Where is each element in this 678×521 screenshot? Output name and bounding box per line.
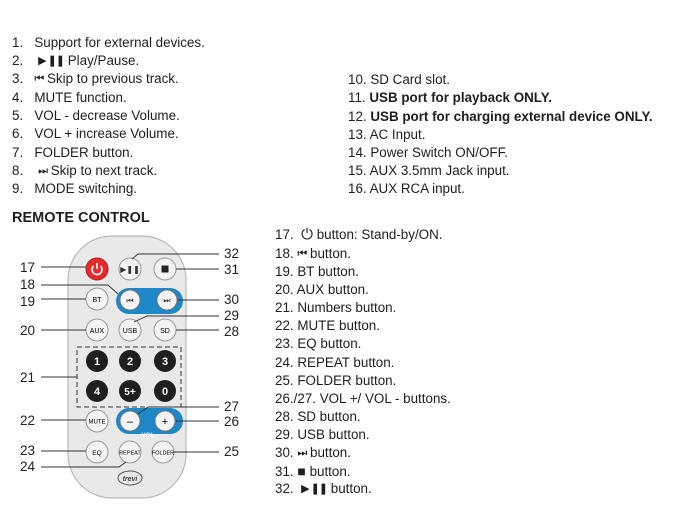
digit-label: 5+ (124, 387, 136, 398)
repeat-label: REPEAT (119, 451, 141, 457)
repeat-button[interactable] (118, 440, 142, 464)
callout-22: 22 (20, 413, 35, 428)
callout-26: 26 (224, 414, 239, 429)
list-item: 5. VOL - decrease Volume. (12, 108, 180, 123)
play-pause-icon: ▶ ❚❚ (301, 483, 328, 495)
list-item: 9. MODE switching. (12, 181, 138, 196)
callout-20: 20 (20, 323, 35, 338)
vol-plus-button[interactable] (154, 410, 176, 432)
power-icon (91, 263, 103, 276)
skip-next-icon: ⏭ (38, 165, 48, 177)
list-item: 1. Support for external devices. (12, 35, 205, 50)
digit-label: 4 (94, 386, 101, 398)
callout-21: 21 (20, 370, 35, 385)
brand-logo (117, 470, 143, 486)
list-item: 20. AUX button. (275, 282, 369, 297)
list-item: 22. MUTE button. (275, 318, 380, 333)
mute-button[interactable] (85, 409, 109, 433)
digit-label: 2 (127, 356, 133, 368)
digit-button[interactable] (154, 380, 176, 402)
vol-minus-button[interactable] (119, 410, 141, 432)
vol-minus-label: – (127, 416, 134, 428)
list-item: 23. EQ button. (275, 336, 362, 351)
brand-logo-text: trevi (123, 476, 139, 483)
skip-next-icon: ⏭ (163, 296, 170, 305)
list-item: 31. ■ button. (275, 463, 351, 479)
list-item: 7. FOLDER button. (12, 145, 134, 160)
list-item: 18. ⏮ button. (275, 246, 351, 261)
callout-18: 18 (20, 277, 35, 292)
mute-label: MUTE (89, 420, 106, 426)
usb-label: USB (123, 328, 138, 335)
callout-30: 30 (224, 292, 239, 307)
vol-plus-label: + (162, 416, 168, 428)
stop-icon (161, 265, 169, 273)
list-item: 11. USB port for playback ONLY. (348, 90, 552, 105)
list-item: 26./27. VOL +/ VOL - buttons. (275, 391, 451, 406)
list-item: 2. ▶ ❚❚ Play/Pause. (12, 53, 140, 68)
list-item: 13. AC Input. (348, 127, 426, 142)
list-item: 25. FOLDER button. (275, 373, 397, 388)
list-item: 28. SD button. (275, 409, 361, 424)
list-item: 19. BT button. (275, 264, 359, 279)
play-pause-button[interactable] (118, 257, 142, 281)
digit-button[interactable] (119, 380, 141, 402)
callout-17: 17 (20, 260, 35, 275)
vol-label: VOL (141, 432, 154, 439)
sd-label: SD (160, 328, 170, 335)
power-icon: ⏻ (301, 226, 313, 243)
aux-label: AUX (90, 328, 105, 335)
digit-button[interactable] (86, 380, 108, 402)
callout-19: 19 (20, 294, 35, 309)
callout-31: 31 (224, 262, 239, 277)
section-title: REMOTE CONTROL (12, 210, 150, 226)
digit-button[interactable] (119, 350, 141, 372)
list-item: 24. REPEAT button. (275, 355, 395, 370)
list-item: 12. USB port for charging external devic… (348, 109, 653, 124)
list-item: 6. VOL + increase Volume. (12, 126, 179, 141)
list-item: 3. ⏮ Skip to previous track. (12, 71, 179, 86)
list-item: 10. SD Card slot. (348, 72, 450, 87)
next-track-button[interactable] (156, 289, 178, 311)
callout-lines (41, 253, 219, 468)
digit-button[interactable] (154, 350, 176, 372)
eq-button[interactable] (85, 440, 109, 464)
callout-29: 29 (224, 308, 239, 323)
previous-track-button[interactable] (119, 289, 141, 311)
callout-27: 27 (224, 399, 239, 414)
list-item: 21. Numbers button. (275, 300, 397, 315)
list-item: 4. MUTE function. (12, 90, 127, 105)
list-item: 15. AUX 3.5mm Jack input. (348, 163, 510, 178)
list-item: 32. ▶ ❚❚ button. (275, 481, 372, 496)
list-item: 29. USB button. (275, 427, 370, 442)
callout-23: 23 (20, 443, 35, 458)
remote-control-diagram: ▶❚❚ ⏮ ⏭ BT AUX USB SD 1 2 3 4 5+ 0 MUTE … (20, 235, 239, 499)
callout-24: 24 (20, 459, 36, 474)
play-pause-icon: ▶❚❚ (120, 265, 140, 274)
folder-label: FOLDER (152, 451, 174, 457)
digit-label: 1 (94, 356, 100, 368)
digit-label: 3 (162, 356, 168, 368)
list-item: 16. AUX RCA input. (348, 181, 465, 196)
skip-next-icon: ⏭ (297, 447, 307, 459)
skip-previous-icon: ⏮ (34, 73, 44, 85)
callout-25: 25 (224, 444, 239, 459)
stop-icon: ■ (297, 463, 306, 479)
eq-label: EQ (92, 450, 101, 457)
callout-32: 32 (224, 246, 239, 261)
callout-numbers: 17 18 19 20 21 22 23 24 25 26 27 28 29 3… (20, 246, 239, 474)
list-item: 30. ⏭ button. (275, 445, 351, 460)
skip-previous-icon: ⏮ (297, 248, 307, 260)
skip-previous-icon: ⏮ (126, 296, 133, 305)
digit-label: 0 (162, 386, 168, 398)
usb-button[interactable] (118, 318, 142, 342)
play-pause-icon: ▶ ❚❚ (38, 55, 65, 67)
list-item: 17. ⏻ button: Stand-by/ON. (275, 226, 443, 243)
bt-label: BT (93, 297, 103, 304)
digit-button[interactable] (86, 350, 108, 372)
list-item: 14. Power Switch ON/OFF. (348, 145, 509, 160)
callout-28: 28 (224, 324, 239, 339)
list-item: 8. ⏭ Skip to next track. (12, 163, 158, 178)
